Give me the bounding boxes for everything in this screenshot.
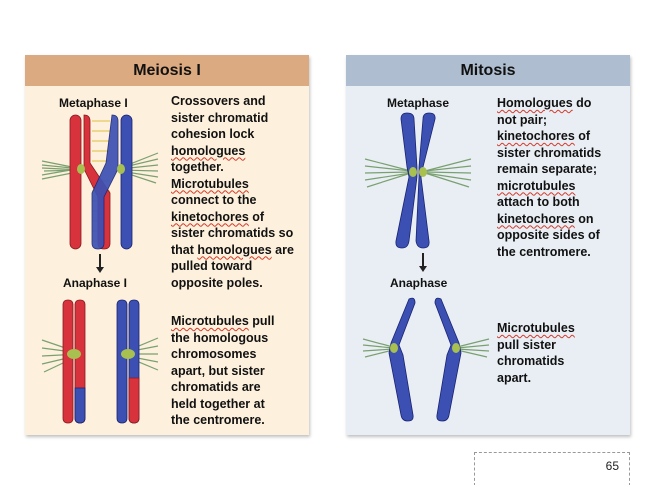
description-line: kinetochores of <box>497 129 591 143</box>
description-line: the centromere. <box>497 244 591 259</box>
description-line: pull sister <box>497 337 557 352</box>
meiosis-metaphase-illustration <box>41 114 159 250</box>
description-line: attach to both <box>497 195 580 209</box>
description-line: Microtubules <box>171 176 249 191</box>
description-line: sister chromatids <box>497 145 602 160</box>
mitosis-metaphase-description: Homologues do not pair; kinetochores of sis… <box>497 95 601 260</box>
mitosis-anaphase-label: Anaphase <box>390 276 448 290</box>
kinetochore-marks <box>409 167 427 177</box>
description-line: Crossovers and <box>171 94 266 108</box>
description-line: opposite sides of <box>497 228 600 242</box>
description-line: that homologues are <box>171 242 294 257</box>
description-line: Microtubules <box>497 321 575 335</box>
left-chromosome <box>62 299 86 424</box>
description-line: chromosomes <box>171 347 257 361</box>
description-line: sister chromatid <box>171 110 269 125</box>
description-line: held together at <box>171 396 265 411</box>
meiosis-metaphase-description: Crossovers and sister chromatid cohesion l… <box>171 93 294 291</box>
description-line: together. <box>171 160 224 174</box>
description-line: Microtubules pull <box>171 314 275 328</box>
page-number-box: 65 <box>474 452 630 485</box>
right-chromosome <box>116 299 140 424</box>
meiosis-anaphase-illustration <box>41 299 159 424</box>
mitosis-arrow <box>419 253 427 272</box>
mitosis-panel: Mitosis Metaphase Anaphase <box>346 55 630 435</box>
spindle-fibers-left <box>364 158 412 188</box>
description-line: Homologues do <box>497 96 592 110</box>
description-line: chromatids <box>497 354 565 368</box>
description-line: kinetochores on <box>497 211 594 226</box>
meiosis-anaphase-label: Anaphase I <box>63 276 128 290</box>
kinetochore-marks <box>390 343 460 353</box>
description-line: apart, but sister <box>171 363 265 378</box>
mitosis-anaphase-description: Microtubules pull sister chromatids apart. <box>497 320 575 386</box>
mitosis-metaphase-label: Metaphase <box>387 96 450 110</box>
spindle-fibers-right <box>424 158 472 188</box>
kinetochore-marks <box>77 164 125 174</box>
meiosis-anaphase-description: Microtubules pull the homologous chromosom… <box>171 313 275 429</box>
mitosis-metaphase-illustration <box>364 112 472 249</box>
description-line: sister chromatids so <box>171 226 294 240</box>
meiosis-metaphase-label: Metaphase I <box>59 96 128 110</box>
page-number: 65 <box>605 459 619 473</box>
description-line: homologues <box>171 143 246 158</box>
right-chromatid <box>434 297 462 422</box>
kinetochore-marks <box>67 349 135 359</box>
spindle-fibers-left <box>362 338 394 358</box>
meiosis-title: Meiosis I <box>25 55 309 86</box>
description-line: connect to the <box>171 193 257 207</box>
description-line: remain separate; <box>497 162 598 176</box>
description-line: not pair; <box>497 112 547 127</box>
description-line: kinetochores of <box>171 209 265 224</box>
left-chromatid <box>388 297 416 422</box>
description-line: the centromere. <box>171 413 265 427</box>
mitosis-anaphase-illustration <box>362 297 490 422</box>
sister-chromatids <box>395 112 436 249</box>
description-line: cohesion lock <box>171 127 255 141</box>
spindle-fibers-right <box>456 338 490 358</box>
meiosis-arrow <box>96 254 104 273</box>
blue-homologue-chromatids <box>91 114 133 250</box>
meiosis-panel: Meiosis I Metaphase I Anaphase I <box>25 55 309 435</box>
description-line: apart. <box>497 370 532 385</box>
description-line: microtubules <box>497 178 576 193</box>
description-line: chromatids are <box>171 380 261 394</box>
mitosis-title: Mitosis <box>346 55 630 86</box>
description-line: opposite poles. <box>171 275 263 290</box>
description-line: pulled toward <box>171 259 253 273</box>
description-line: the homologous <box>171 330 269 345</box>
